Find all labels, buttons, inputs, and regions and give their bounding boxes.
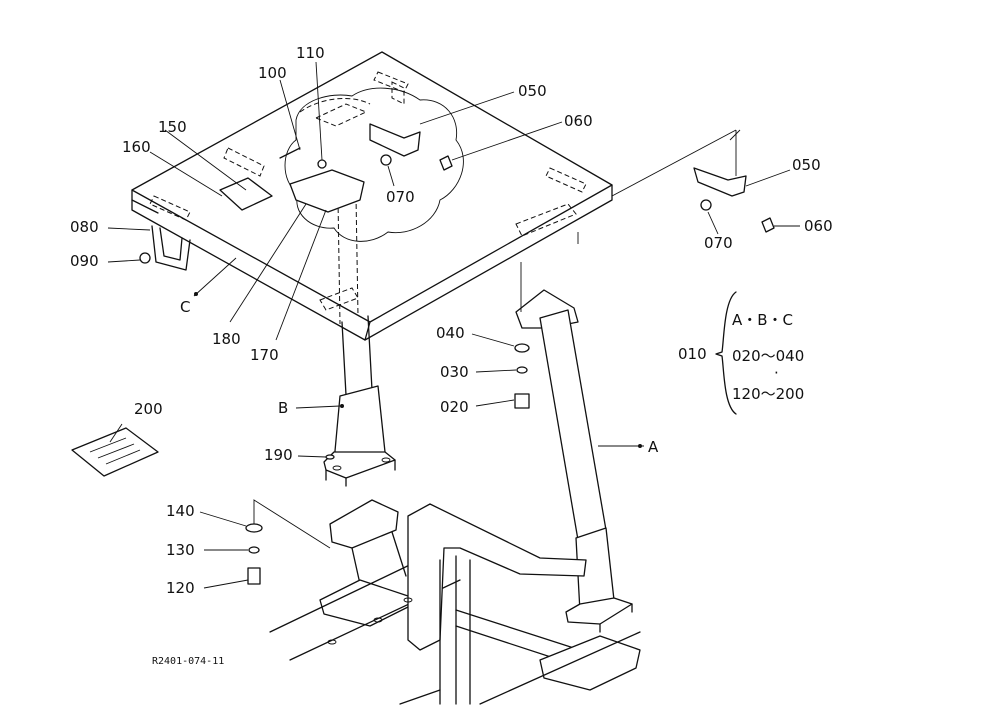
label-200: 200 bbox=[134, 400, 163, 418]
rops-post-b bbox=[323, 195, 396, 487]
assembly-line-2: 020～040 bbox=[732, 347, 804, 365]
label-070-right: 070 bbox=[704, 234, 733, 252]
label-150: 150 bbox=[158, 118, 187, 136]
label-190: 190 bbox=[264, 446, 293, 464]
label-160: 160 bbox=[122, 138, 151, 156]
label-140: 140 bbox=[166, 502, 195, 520]
label-130: 130 bbox=[166, 541, 195, 559]
label-170: 170 bbox=[250, 346, 279, 364]
label-080: 080 bbox=[70, 218, 99, 236]
canopy-roof bbox=[131, 51, 613, 341]
leader-lines bbox=[107, 61, 800, 589]
label-110: 110 bbox=[296, 44, 325, 62]
figure-code: R2401-074-11 bbox=[152, 656, 224, 667]
label-060-upper: 060 bbox=[564, 112, 593, 130]
label-120: 120 bbox=[166, 579, 195, 597]
label-ref-b: B bbox=[278, 399, 288, 417]
hardware-details bbox=[71, 123, 775, 585]
reference-dots bbox=[194, 292, 642, 448]
label-180: 180 bbox=[212, 330, 241, 348]
label-030: 030 bbox=[440, 363, 469, 381]
label-090: 090 bbox=[70, 252, 99, 270]
label-ref-a: A bbox=[648, 438, 659, 456]
label-050-right: 050 bbox=[792, 156, 821, 174]
label-ref-c: C bbox=[180, 298, 190, 316]
part-labels: 110 100 050 060 070 150 160 080 090 C 18… bbox=[70, 44, 833, 667]
label-070-upper: 070 bbox=[386, 188, 415, 206]
label-010: 010 bbox=[678, 345, 707, 363]
base-frame bbox=[269, 499, 641, 705]
label-020: 020 bbox=[440, 398, 469, 416]
assembly-line-3: 120～200 bbox=[732, 385, 804, 403]
label-040: 040 bbox=[436, 324, 465, 342]
label-060-right: 060 bbox=[804, 217, 833, 235]
assembly-line-1: A・B・C bbox=[732, 311, 793, 329]
assembly-dot: · bbox=[774, 364, 779, 382]
label-100: 100 bbox=[258, 64, 287, 82]
rops-post-a bbox=[515, 232, 633, 633]
label-050-upper: 050 bbox=[518, 82, 547, 100]
